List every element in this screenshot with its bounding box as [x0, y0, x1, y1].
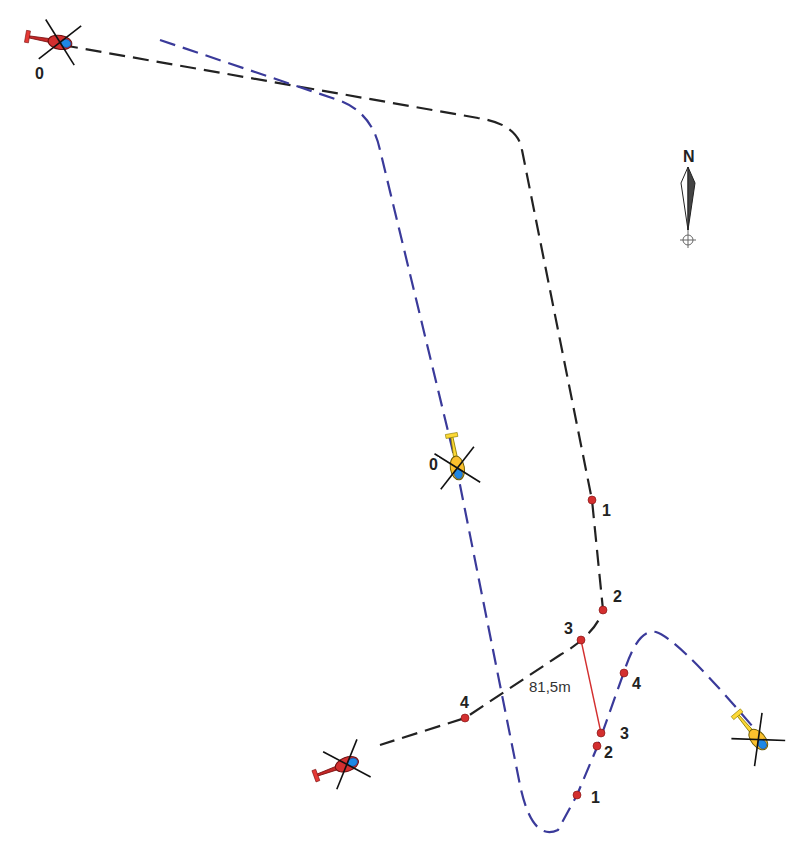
- point-number: 1: [601, 503, 612, 519]
- blue-track: [160, 40, 760, 832]
- point-number: 2: [603, 745, 614, 761]
- helicopter-red: [307, 739, 370, 795]
- north-arrow: [680, 167, 696, 248]
- distance-line: [581, 640, 601, 733]
- black-track: [62, 45, 603, 745]
- north-letter: N: [682, 149, 696, 165]
- point-number: 2: [612, 589, 623, 605]
- heli-number: 0: [428, 457, 439, 473]
- point-number: 4: [631, 676, 642, 692]
- point-number: 3: [619, 726, 630, 742]
- distance-label: 81,5m: [528, 679, 572, 694]
- point-number: 1: [590, 790, 601, 806]
- point-number: 4: [459, 695, 470, 711]
- point-number: 3: [563, 621, 574, 637]
- helicopter-yellow: [720, 700, 785, 766]
- helicopter-red: [22, 17, 81, 66]
- track-points: [461, 496, 628, 799]
- heli-number: 0: [34, 66, 45, 82]
